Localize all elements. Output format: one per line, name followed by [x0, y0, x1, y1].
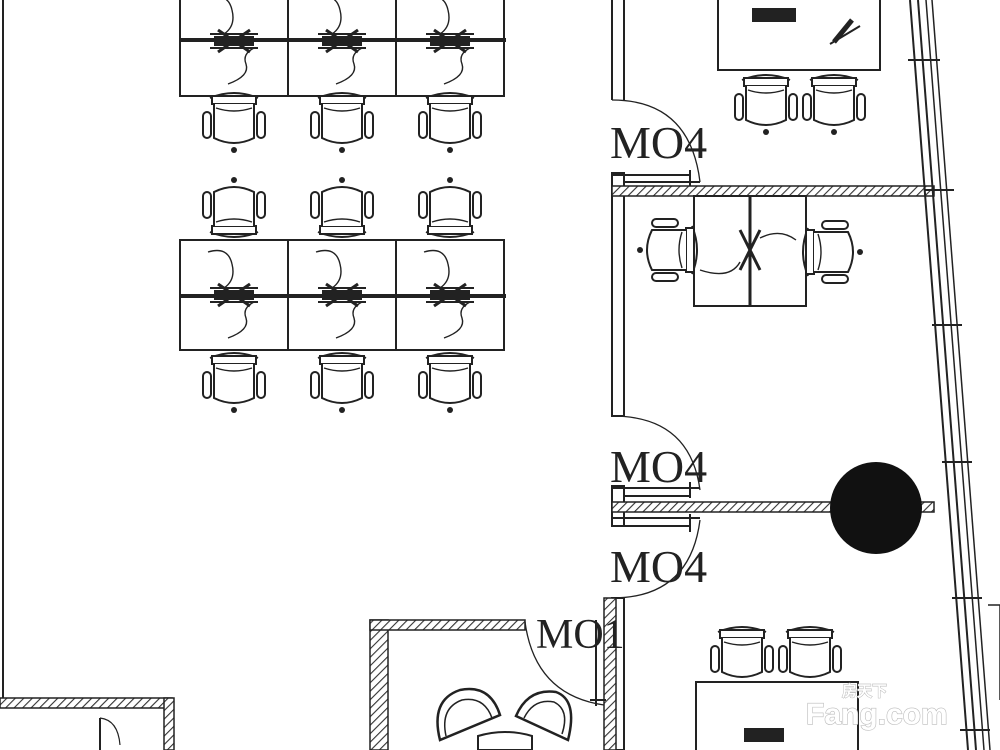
structural-column: [830, 462, 922, 554]
watermark-cn-text: 房天下: [842, 682, 887, 700]
door-swings: [524, 99, 701, 706]
partition-walls: [0, 0, 935, 750]
door-label-2: MO4: [610, 441, 707, 492]
watermark-brand-text: Fang.com: [806, 698, 948, 731]
manager-desk-bottom: [695, 626, 859, 750]
curtain-wall: [908, 0, 1000, 750]
lounge-chairs: [436, 687, 573, 750]
manager-desk-top: [717, 0, 881, 136]
fang-watermark: 房天下 Fang.com: [805, 682, 948, 732]
workstation-cluster-top: [178, 0, 506, 154]
door-label-4: MO1: [536, 612, 625, 658]
office-desks-middle: [636, 195, 864, 307]
door-label-1: MO4: [610, 117, 707, 168]
workstation-cluster-bottom: [178, 176, 506, 414]
door-label-3: MO4: [610, 541, 707, 592]
